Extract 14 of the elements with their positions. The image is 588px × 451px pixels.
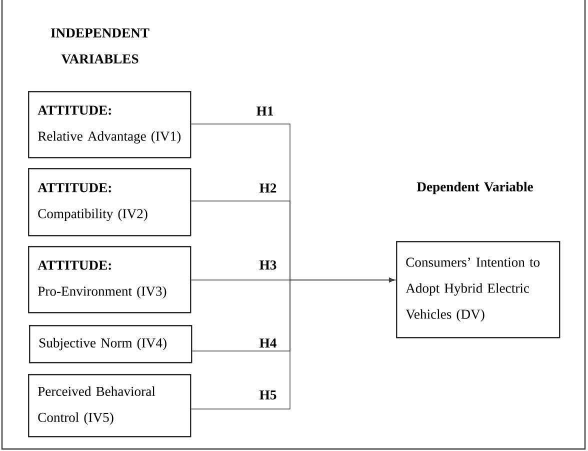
- edge-label: H2: [258, 182, 278, 194]
- variable-box: ATTITUDE: Compatibility (IV2): [28, 168, 192, 236]
- variable-box: Perceived Behavioral Control (IV5): [28, 374, 192, 438]
- edge-label: H3: [258, 259, 278, 271]
- heading: Dependent Variable: [416, 182, 533, 194]
- edge-label: H5: [258, 389, 278, 401]
- variable-box: Consumers’ Intention to Adopt Hybrid Electric Vehicles (DV): [396, 241, 560, 338]
- variable-box: ATTITUDE: Relative Advantage (IV1): [28, 91, 192, 158]
- heading: INDEPENDENT VARIABLES: [50, 28, 150, 64]
- arrow: [190, 278, 395, 410]
- variable-box: Subjective Norm (IV4): [29, 325, 192, 364]
- variable-box: ATTITUDE: Pro-Environment (IV3): [28, 246, 192, 314]
- edge-label: H4: [258, 338, 278, 348]
- edge-label: H1: [255, 106, 275, 116]
